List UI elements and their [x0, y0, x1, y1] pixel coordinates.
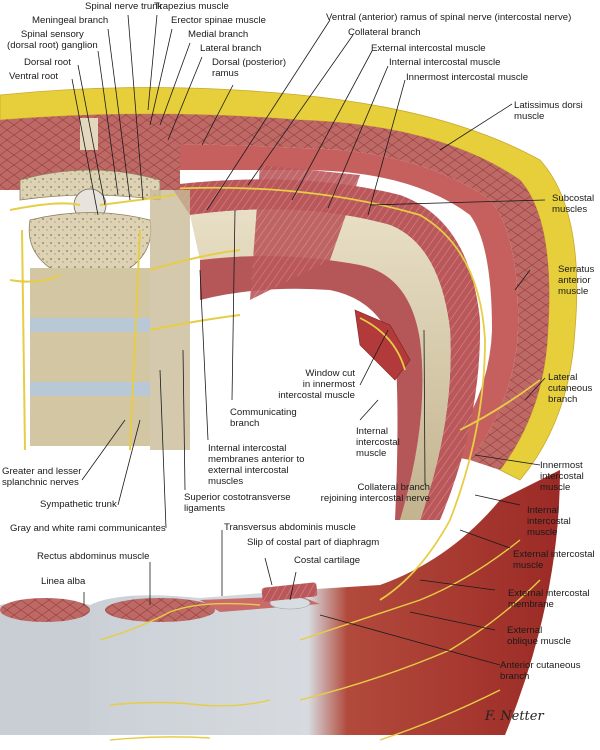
label-spinal-nerve-trunk: Spinal nerve trunk — [85, 1, 163, 12]
label-internal-intercostal-membranes: Internal intercostal membranes anterior … — [208, 443, 305, 487]
label-anterior-cutaneous: Anterior cutaneous branch — [500, 660, 581, 682]
label-costal-cartilage: Costal cartilage — [294, 555, 361, 566]
label-splanchnic-nerves: Greater and lesser splanchnic nerves — [2, 466, 82, 488]
subcostal-muscle-shape — [250, 165, 360, 300]
label-internal-intercostal-mid: Internal intercostal muscle — [356, 426, 400, 459]
label-ventral-ramus: Ventral (anterior) ramus of spinal nerve… — [326, 12, 572, 23]
label-rectus-abdominus: Rectus abdominus muscle — [37, 551, 150, 562]
label-sympathetic-trunk: Sympathetic trunk — [40, 499, 117, 510]
label-lateral-cutaneous-branch: Lateral cutaneous branch — [548, 372, 593, 405]
label-internal-intercostal-top: Internal intercostal muscle — [389, 57, 501, 68]
label-ventral-root: Ventral root — [9, 71, 59, 82]
label-slip-diaphragm: Slip of costal part of diaphragm — [247, 537, 380, 548]
label-subcostal-muscles: Subcostal muscles — [552, 193, 595, 215]
label-external-intercostal-membrane: External intercostal membrane — [508, 588, 590, 610]
label-innermost-intercostal-right: Innermost intercostal muscle — [540, 460, 584, 493]
label-trapezius: Trapezius muscle — [154, 1, 229, 12]
label-external-intercostal-top: External intercostal muscle — [371, 43, 486, 54]
label-external-oblique: External oblique muscle — [507, 625, 571, 647]
label-innermost-intercostal-top: Innermost intercostal muscle — [406, 72, 529, 83]
rectus-abdominis-right-section — [105, 598, 215, 622]
label-collateral-branch: Collateral branch — [348, 27, 421, 38]
label-dorsal-root: Dorsal root — [24, 57, 71, 68]
label-transversus-abdominis: Transversus abdominis muscle — [224, 522, 356, 533]
label-linea-alba: Linea alba — [41, 576, 86, 587]
label-collateral-rejoining: Collateral branch rejoining intercostal … — [320, 482, 430, 504]
label-medial-branch: Medial branch — [188, 29, 249, 40]
label-serratus-anterior: Serratus anterior muscle — [558, 264, 595, 297]
label-superior-costotransverse: Superior costotransverse ligaments — [184, 492, 291, 514]
rib-cage — [149, 165, 541, 601]
label-dorsal-ramus: Dorsal (posterior) ramus — [212, 57, 287, 79]
label-external-intercostal-right: External intercostal muscle — [513, 549, 595, 571]
label-spinal-sensory-ganglion: Spinal sensory (dorsal root) ganglion — [7, 29, 98, 51]
artist-signature: F. Netter — [484, 709, 544, 724]
rectus-abdominis-left-section — [0, 598, 90, 622]
label-window-cut: Window cut in innermost intercostal musc… — [278, 368, 355, 401]
diaphragm-slip-shape — [261, 582, 318, 602]
label-internal-intercostal-right: Internal intercostal muscle — [527, 505, 571, 538]
window-cut-shape — [354, 309, 411, 381]
leader-lines — [71, 14, 546, 666]
label-meningeal-branch: Meningeal branch — [32, 15, 109, 26]
label-latissimus-dorsi: Latissimus dorsi muscle — [514, 100, 583, 122]
label-communicating-branch: Communicating branch — [230, 407, 297, 429]
label-rami-communicantes: Gray and white rami communicantes — [10, 523, 166, 534]
vertebral-body — [28, 212, 152, 275]
label-erector-spinae: Erector spinae muscle — [171, 15, 266, 26]
abdominal-wall — [0, 470, 560, 741]
spinous-process — [80, 118, 98, 150]
vertebral-column — [0, 118, 241, 451]
label-lateral-branch: Lateral branch — [200, 43, 262, 54]
